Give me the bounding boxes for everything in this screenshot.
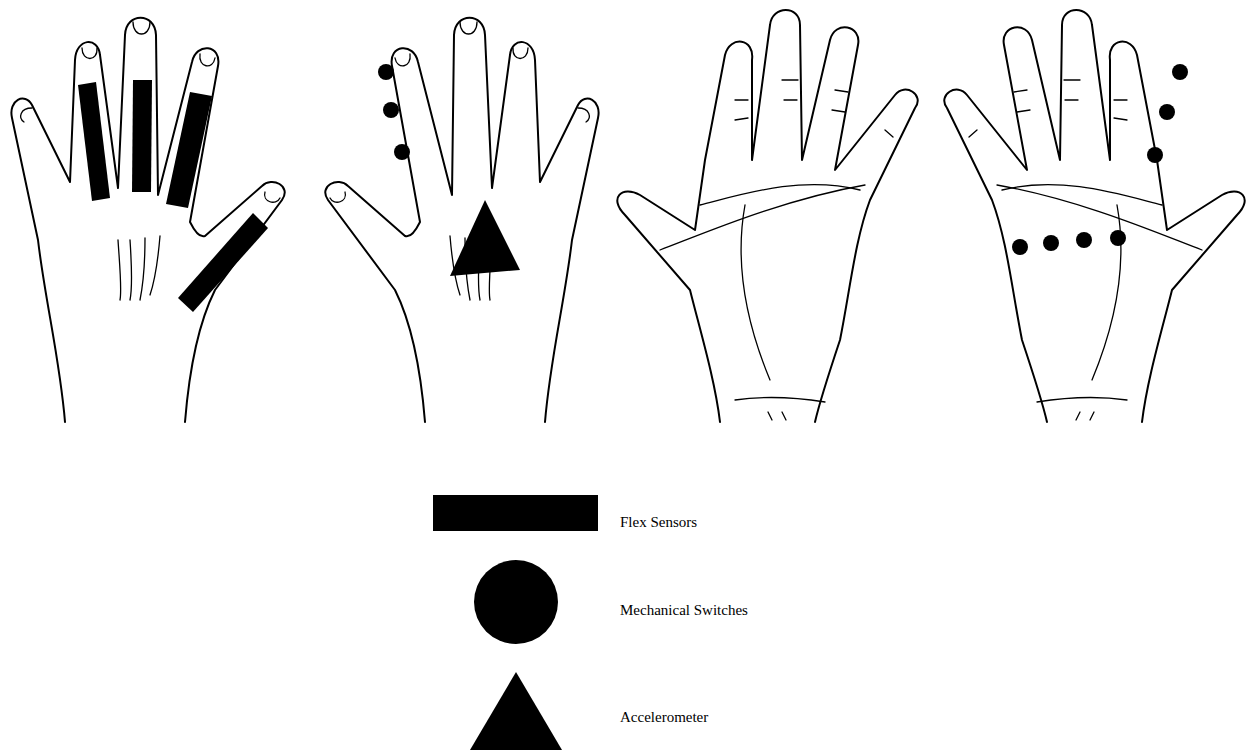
legend-accelerometer-sample bbox=[470, 672, 562, 750]
legend-label: Mechanical Switches bbox=[620, 601, 748, 619]
legend-flex-sample bbox=[433, 495, 598, 531]
legend-label: Flex Sensors bbox=[620, 513, 697, 531]
accelerometer bbox=[450, 200, 520, 276]
legend-label: Accelerometer bbox=[620, 708, 708, 726]
mechanical-switch bbox=[1012, 64, 1188, 255]
flex-sensor bbox=[78, 80, 268, 312]
legend-switch-sample bbox=[474, 560, 558, 644]
mechanical-switch bbox=[378, 64, 410, 160]
